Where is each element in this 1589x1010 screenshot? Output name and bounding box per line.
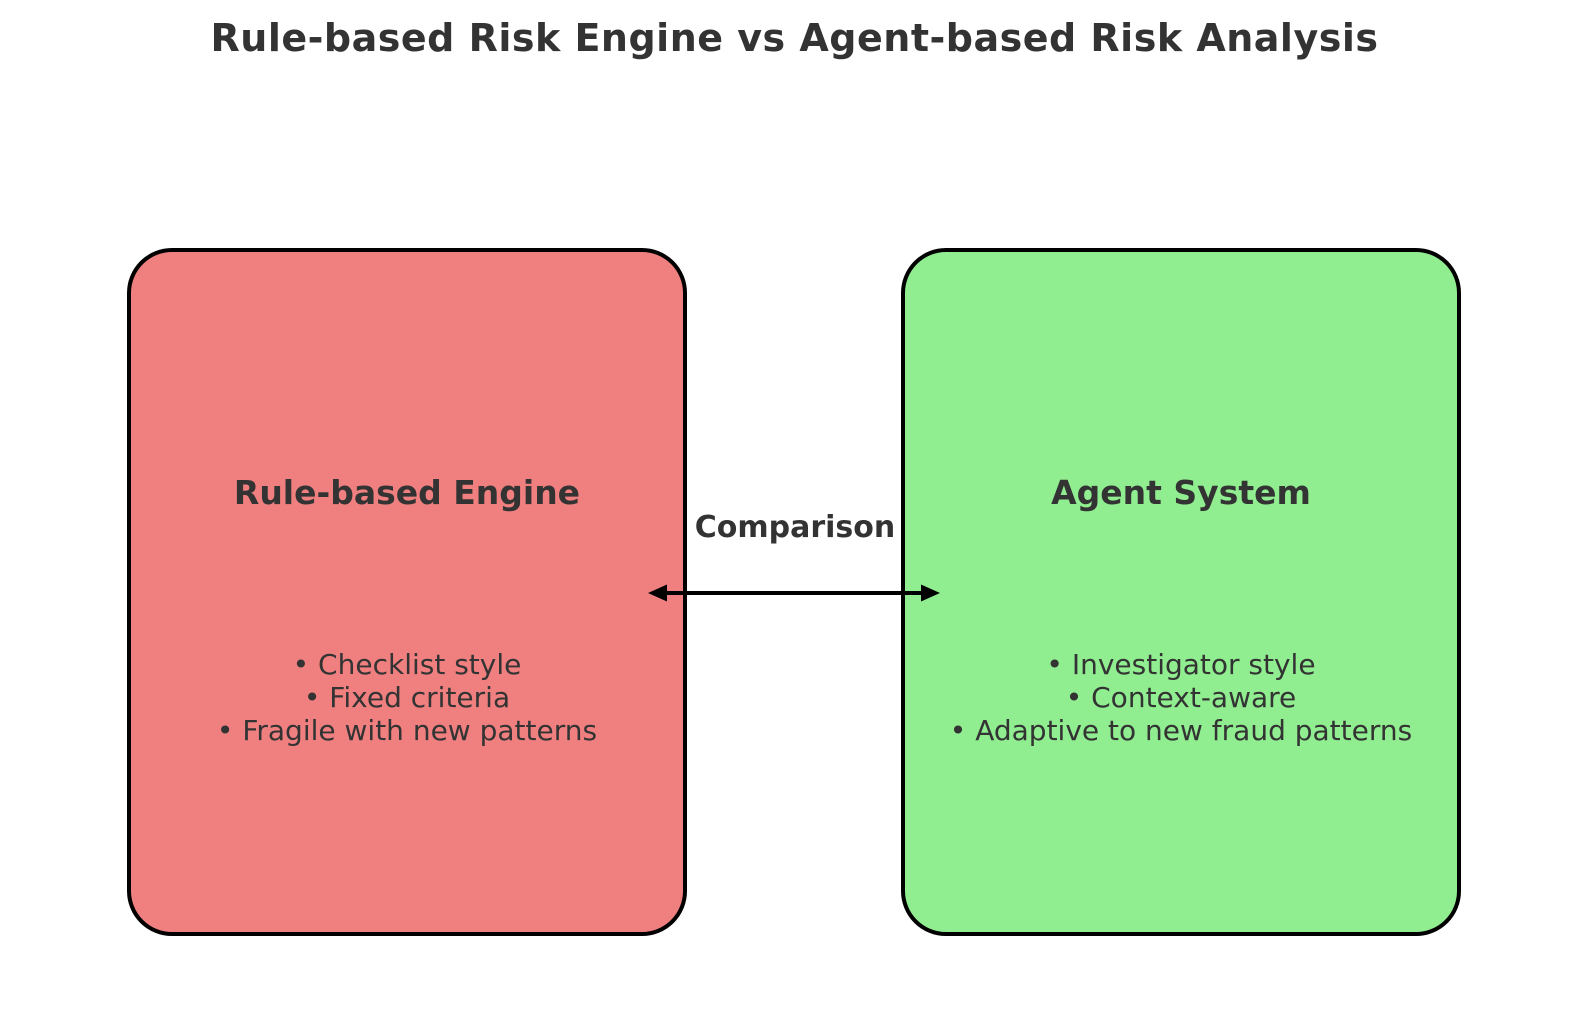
bullet-item: • Fixed criteria [303, 681, 511, 714]
bullet-item: • Adaptive to new fraud patterns [949, 714, 1413, 747]
bullet-item: • Checklist style [292, 648, 522, 681]
agent-system-bullet-list: • Investigator style • Context-aware • A… [905, 648, 1457, 747]
agent-system-title: Agent System [1051, 473, 1311, 512]
bullet-item: • Fragile with new patterns [216, 714, 598, 747]
double-headed-arrow-icon [648, 584, 940, 602]
rule-based-engine-title: Rule-based Engine [233, 473, 581, 512]
comparison-label: Comparison [694, 510, 896, 545]
bullet-item: • Investigator style [1046, 648, 1316, 681]
agent-system-box: Agent System • Investigator style • Cont… [901, 248, 1461, 936]
bullet-item: • Context-aware [1065, 681, 1297, 714]
page-title: Rule-based Risk Engine vs Agent-based Ri… [210, 16, 1379, 60]
rule-based-engine-bullet-list: • Checklist style • Fixed criteria • Fra… [131, 648, 683, 747]
rule-based-engine-box: Rule-based Engine • Checklist style • Fi… [127, 248, 687, 936]
